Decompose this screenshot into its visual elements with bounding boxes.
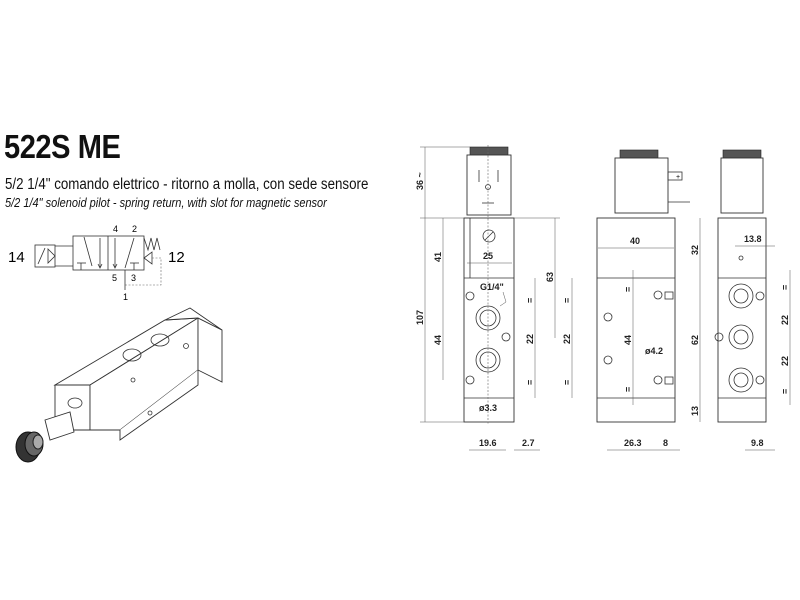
dim-32: 32 xyxy=(690,245,700,255)
dim-hole-4-2: ø4.2 xyxy=(645,346,663,356)
dim-9-8: 9.8 xyxy=(751,438,764,448)
dim-equal: = xyxy=(525,380,535,385)
dim-equal: = xyxy=(780,285,790,290)
svg-text:+: + xyxy=(676,174,680,181)
subtitle-italian: 5/2 1/4" comando elettrico - ritorno a m… xyxy=(5,176,369,193)
dim-2-7: 2.7 xyxy=(522,438,535,448)
dim-total-height: 107 xyxy=(415,310,425,325)
port-12-label: 12 xyxy=(168,249,185,266)
side-view-drawing: + 40 = 44 = ø4.2 32 62 13 = 22 = 26.3 8 xyxy=(562,149,701,451)
dim-63: 63 xyxy=(545,272,555,282)
thread-label: G1/4" xyxy=(480,282,504,292)
dim-25: 25 xyxy=(483,251,493,261)
valve-isometric-illustration xyxy=(15,307,223,463)
front-view-drawing: 36 ~ 107 41 44 25 G1/4" 63 = 22 = ø3.3 1… xyxy=(415,145,560,451)
dim-44: 44 xyxy=(433,335,443,345)
dim-62: 62 xyxy=(690,335,700,345)
manual-override-knob-icon xyxy=(15,431,44,463)
product-code-title: 522S ME xyxy=(4,128,121,165)
dim-22-upper: 22 xyxy=(780,315,790,325)
dim-coil-height: 36 ~ xyxy=(415,172,425,190)
subtitle-english: 5/2 1/4" solenoid pilot - spring return,… xyxy=(5,196,327,210)
dim-equal: = xyxy=(525,298,535,303)
spring-icon xyxy=(143,237,161,252)
dim-equal: = xyxy=(623,387,633,392)
dim-8: 8 xyxy=(663,438,668,448)
dim-13-8: 13.8 xyxy=(744,234,762,244)
dim-equal: = xyxy=(780,389,790,394)
dim-22: 22 xyxy=(562,334,572,344)
port-2-label: 2 xyxy=(132,224,137,234)
port-5-label: 5 xyxy=(112,273,117,283)
dim-26-3: 26.3 xyxy=(624,438,642,448)
port-4-label: 4 xyxy=(113,224,118,234)
dim-13: 13 xyxy=(690,406,700,416)
dim-22-lower: 22 xyxy=(780,356,790,366)
port-1-label: 1 xyxy=(123,292,128,302)
dim-equal: = xyxy=(562,298,572,303)
dim-44: 44 xyxy=(623,335,633,345)
dim-equal: = xyxy=(623,287,633,292)
valve-symbol: 14 12 4 2 5 3 1 xyxy=(8,224,185,302)
port-14-label: 14 xyxy=(8,249,25,266)
rear-view-drawing: 13.8 = 22 22 = 9.8 xyxy=(714,149,791,451)
dim-40: 40 xyxy=(630,236,640,246)
dim-hole-3-3: ø3.3 xyxy=(479,403,497,413)
dim-41: 41 xyxy=(433,252,443,262)
port-3-label: 3 xyxy=(131,273,136,283)
dim-equal: = xyxy=(562,380,572,385)
dim-19-6: 19.6 xyxy=(479,438,497,448)
dim-22: 22 xyxy=(525,334,535,344)
